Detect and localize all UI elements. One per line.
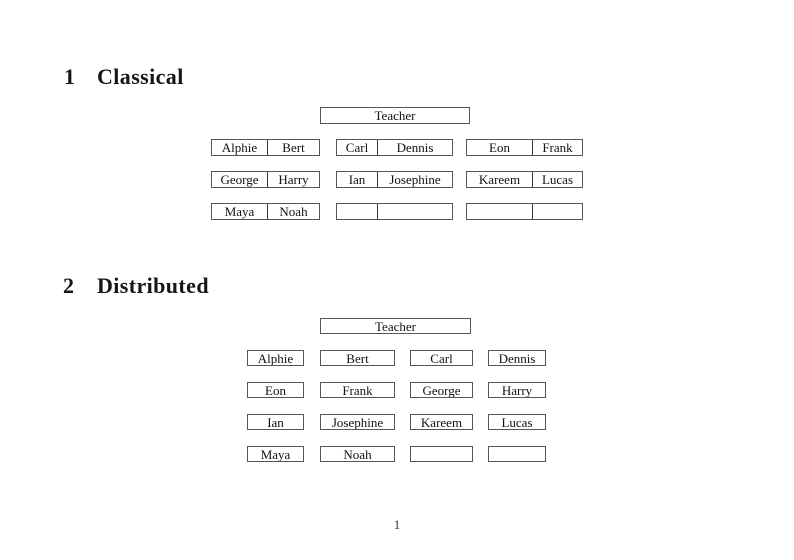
desk: Alphie: [247, 350, 304, 366]
desk-seat: George: [212, 172, 268, 187]
desk-seat: Josephine: [331, 414, 384, 430]
section-number: 1: [64, 64, 76, 89]
desk-seat: Bert: [346, 350, 369, 366]
desk-seat: Frank: [342, 382, 373, 398]
desk-seat: Ian: [267, 414, 284, 430]
teacher-box: Teacher: [320, 318, 471, 334]
desk: Eon: [247, 382, 304, 398]
desk-seat: George: [422, 382, 461, 398]
section-heading-distributed: 2 Distributed: [63, 275, 209, 297]
desk: [488, 446, 546, 462]
desk: [410, 446, 473, 462]
desk-seat: Carl: [430, 350, 453, 366]
desk: Alphie Bert: [211, 139, 320, 156]
desk-seat: Harry: [278, 172, 309, 187]
desk-seat: Dennis: [396, 140, 434, 155]
desk: Kareem Lucas: [466, 171, 583, 188]
desk: Dennis: [488, 350, 546, 366]
desk: Bert: [320, 350, 395, 366]
desk-seat: Lucas: [501, 414, 533, 430]
section-title: Distributed: [97, 273, 209, 298]
desk-seat: Frank: [542, 140, 573, 155]
desk: Noah: [320, 446, 395, 462]
section-number: 2: [63, 273, 75, 298]
desk-seat: Harry: [501, 382, 533, 398]
desk-seat: Lucas: [541, 172, 574, 187]
page-number: 1: [393, 517, 401, 532]
desk-seat: Josephine: [389, 172, 441, 187]
section-title: Classical: [97, 64, 184, 89]
desk-seat: Eon: [265, 382, 286, 398]
desk-seat: [337, 204, 378, 219]
desk: Ian: [247, 414, 304, 430]
desk-seat: Kareem: [467, 172, 533, 187]
desk-seat: Ian: [337, 172, 378, 187]
desk: Lucas: [488, 414, 546, 430]
desk-seat: Kareem: [420, 414, 463, 430]
desk: [466, 203, 583, 220]
desk: Josephine: [320, 414, 395, 430]
desk-seat: [533, 204, 582, 219]
desk: Carl Dennis: [336, 139, 453, 156]
desk-seat: Eon: [467, 140, 533, 155]
desk: Eon Frank: [466, 139, 583, 156]
desk-seat: Alphie: [212, 140, 268, 155]
desk-seat: Alphie: [257, 350, 294, 366]
teacher-box: Teacher: [320, 107, 470, 124]
teacher-label: Teacher: [374, 108, 416, 123]
desk: George Harry: [211, 171, 320, 188]
desk: George: [410, 382, 473, 398]
desk-seat: [467, 204, 533, 219]
desk-seat: Noah: [279, 204, 308, 219]
desk: Maya Noah: [211, 203, 320, 220]
section-heading-classical: 1 Classical: [64, 66, 184, 88]
desk: Kareem: [410, 414, 473, 430]
desk: Carl: [410, 350, 473, 366]
teacher-label: Teacher: [375, 318, 416, 334]
desk-seat: [378, 204, 452, 219]
desk-seat: Bert: [282, 140, 305, 155]
desk-seat: Carl: [337, 140, 378, 155]
desk: Ian Josephine: [336, 171, 453, 188]
desk: Harry: [488, 382, 546, 398]
desk-seat: Noah: [343, 446, 372, 462]
desk: Maya: [247, 446, 304, 462]
desk-seat: Maya: [260, 446, 291, 462]
desk-seat: Dennis: [498, 350, 536, 366]
desk-seat: Maya: [212, 204, 268, 219]
desk: Frank: [320, 382, 395, 398]
desk: [336, 203, 453, 220]
